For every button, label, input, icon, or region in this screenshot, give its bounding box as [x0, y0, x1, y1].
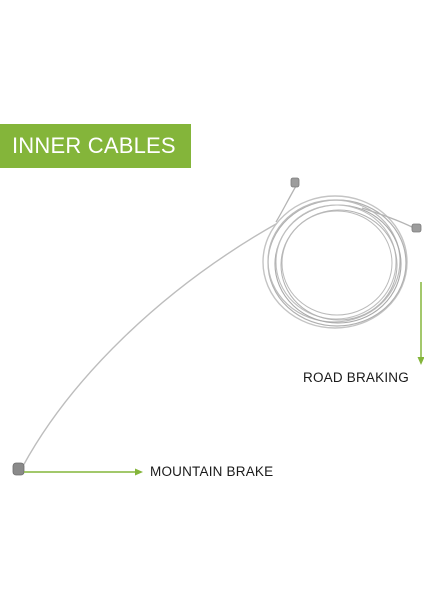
- coil-tail-top: [275, 185, 297, 223]
- mountain-brake-label: MOUNTAIN BRAKE: [150, 464, 274, 479]
- barrel-end-top: [290, 177, 300, 188]
- mountain-arrow: [24, 468, 143, 476]
- coil-tail-right: [361, 207, 415, 229]
- road-arrow: [417, 282, 424, 365]
- barrel-end-right: [411, 223, 422, 233]
- mountain-cable: [22, 223, 277, 467]
- barrel-end-bottom: [12, 462, 25, 476]
- title-banner: INNER CABLES: [0, 124, 191, 168]
- coiled-road-cable: [262, 195, 408, 329]
- banner-title: INNER CABLES: [12, 133, 176, 158]
- road-braking-label: ROAD BRAKING: [303, 370, 409, 385]
